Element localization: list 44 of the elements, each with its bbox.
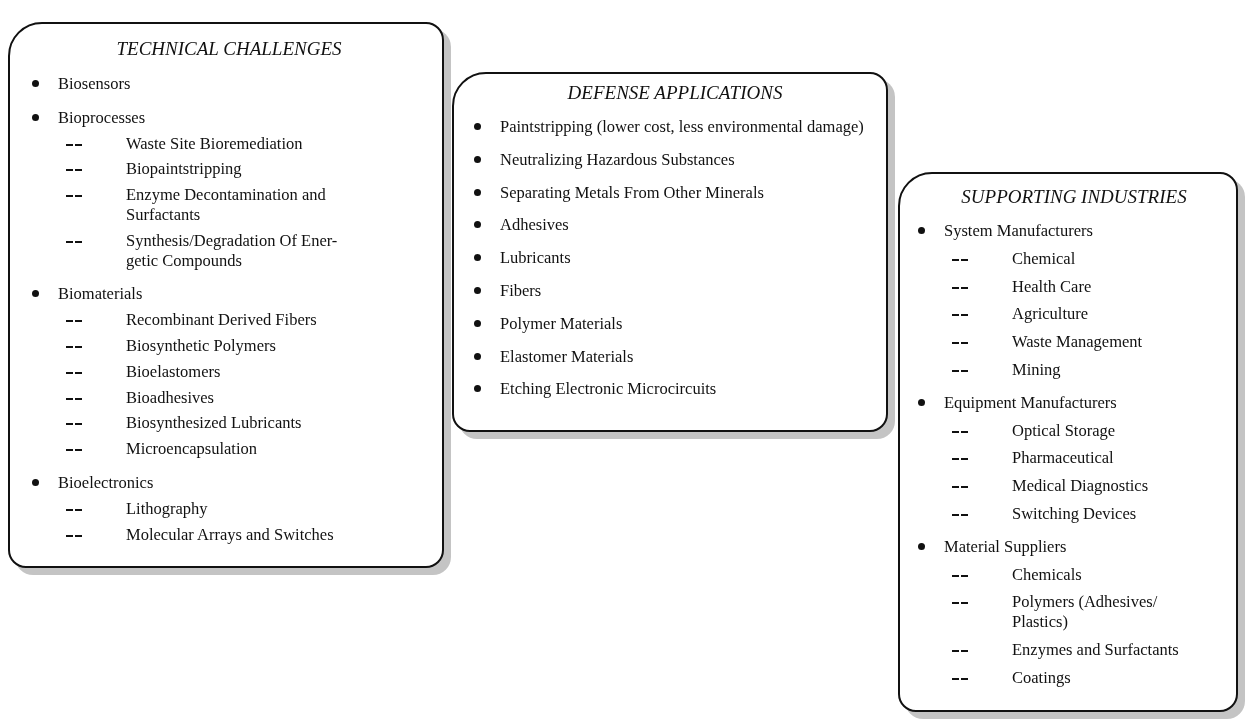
list-item: Optical Storage bbox=[1012, 420, 1116, 441]
list-item: Waste Site Bioremediation bbox=[126, 133, 303, 154]
card-heading: DEFENSE APPLICATIONS bbox=[566, 82, 784, 104]
list-item: Bioadhesives bbox=[126, 387, 214, 408]
list-item: Health Care bbox=[1012, 276, 1092, 297]
list-item: Synthesis/Degradation Of Ener-getic Compounds bbox=[126, 230, 339, 271]
list-item: Equipment Manufacturers bbox=[944, 392, 1117, 413]
list-item: Pharmaceutical bbox=[1012, 448, 1114, 469]
list-item: Adhesives bbox=[500, 215, 569, 236]
list-item: Biomaterials bbox=[58, 284, 143, 305]
list-item: Microencapsulation bbox=[126, 439, 258, 459]
list-item: Biosynthetic Polymers bbox=[126, 335, 276, 356]
list-item: Etching Electronic Microcircuits bbox=[500, 379, 717, 400]
list-item: Waste Management bbox=[1012, 332, 1143, 352]
list-item: Biosynthesized Lubricants bbox=[126, 413, 302, 434]
list-item: Lithography bbox=[126, 498, 208, 519]
list-item: Medical Diagnostics bbox=[1012, 476, 1149, 496]
list-item: Neutralizing Hazardous Substances bbox=[500, 149, 735, 170]
list-item: Paintstripping (lower cost, less environmental damage) bbox=[500, 117, 864, 137]
list-item: Biopaintstripping bbox=[126, 159, 242, 180]
list-item: Polymers (Adhesives/ Plastics) bbox=[1012, 592, 1159, 632]
list-item: Enzyme Decontamination and Surfactants bbox=[126, 185, 327, 225]
list-item: Fibers bbox=[500, 281, 542, 301]
list-item: Switching Devices bbox=[1012, 503, 1137, 524]
card-heading: TECHNICAL CHALLENGES bbox=[115, 38, 343, 60]
list-item: Agriculture bbox=[1012, 304, 1089, 325]
list-item: Material Suppliers bbox=[944, 536, 1067, 557]
list-item: Elastomer Materials bbox=[500, 346, 634, 367]
list-item: Biosensors bbox=[58, 74, 131, 94]
list-item: Mining bbox=[1012, 360, 1061, 380]
list-item: Bioelectronics bbox=[58, 472, 154, 493]
list-item: Separating Metals From Other Minerals bbox=[500, 182, 764, 203]
list-item: Molecular Arrays and Switches bbox=[126, 524, 334, 545]
list-item: Polymer Materials bbox=[500, 313, 623, 334]
list-item: System Manufacturers bbox=[944, 221, 1093, 241]
list-item: Enzymes and Surfactants bbox=[1012, 639, 1179, 660]
list-item: Coatings bbox=[1012, 667, 1071, 688]
list-item: Recombinant Derived Fibers bbox=[126, 310, 317, 330]
list-item: Chemicals bbox=[1012, 564, 1082, 585]
list-item: Chemical bbox=[1012, 248, 1076, 269]
card-heading: SUPPORTING INDUSTRIES bbox=[960, 186, 1188, 208]
list-item: Bioprocesses bbox=[58, 107, 146, 128]
list-item: Bioelastomers bbox=[126, 361, 221, 382]
list-item: Lubricants bbox=[500, 248, 571, 268]
